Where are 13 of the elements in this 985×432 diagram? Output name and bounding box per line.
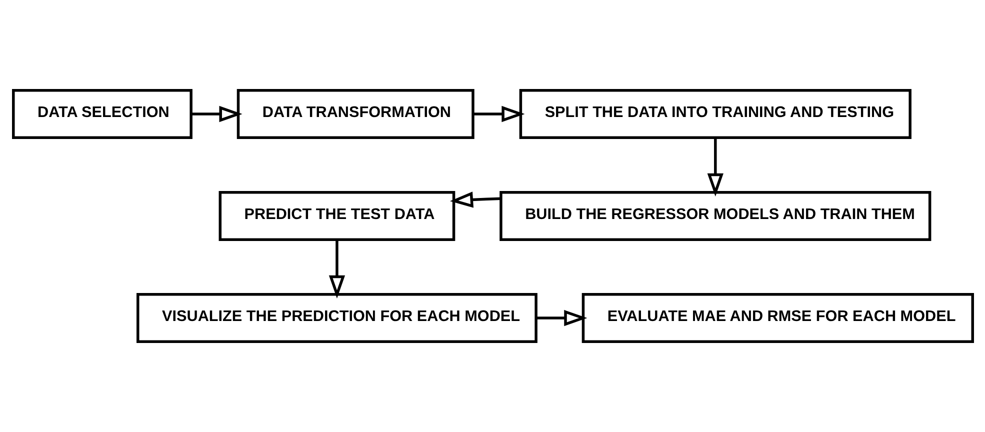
- node-box: VISUALIZE THE PREDICTION FOR EACH MODEL: [136, 293, 537, 343]
- arrow: [449, 192, 500, 208]
- arrow: [328, 240, 345, 298]
- node-box: PREDICT THE TEST DATA: [218, 191, 455, 241]
- arrow: [706, 138, 723, 196]
- arrow: [472, 106, 524, 122]
- node-box: BUILD THE REGRESSOR MODELS AND TRAIN THEM: [499, 191, 931, 241]
- arrow: [190, 106, 242, 122]
- node-box: DATA SELECTION: [12, 89, 192, 139]
- node-box: EVALUATE MAE AND RMSE FOR EACH MODEL: [581, 293, 974, 343]
- node-box: SPLIT THE DATA INTO TRAINING AND TESTING: [518, 89, 911, 139]
- node-box: DATA TRANSFORMATION: [236, 89, 474, 139]
- arrow: [536, 310, 587, 326]
